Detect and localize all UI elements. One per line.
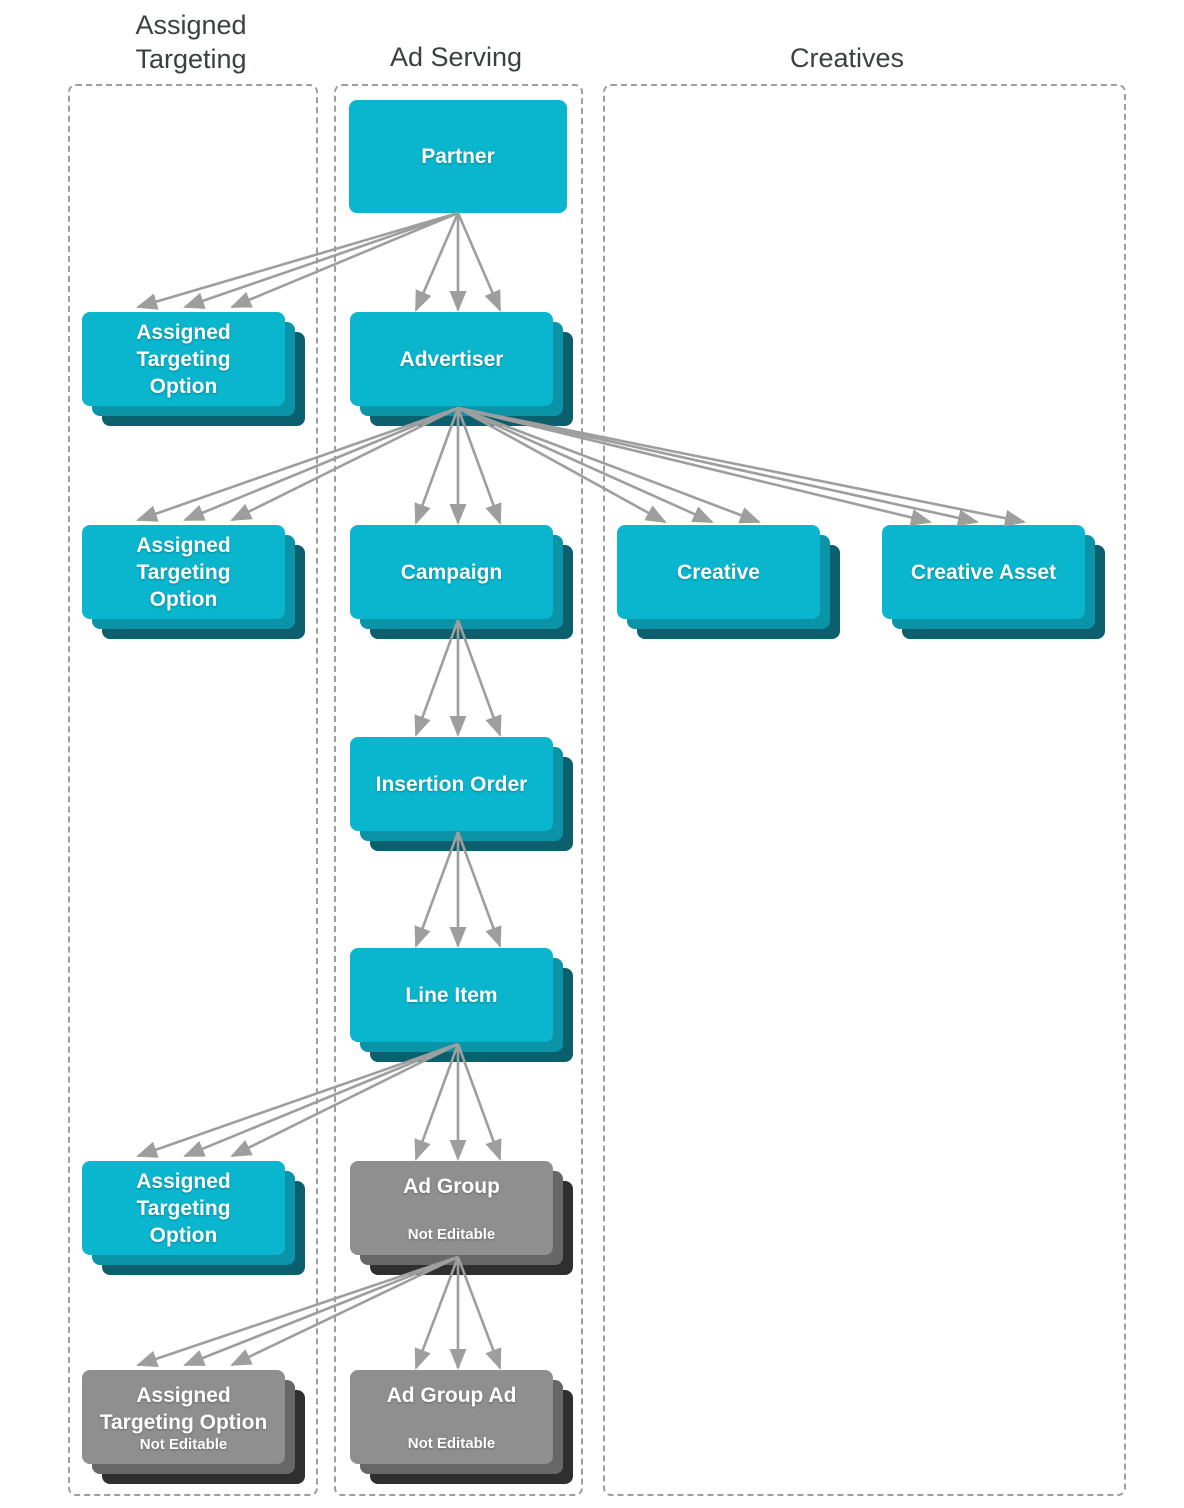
node-ad-group-sublabel: Not Editable xyxy=(407,1226,496,1243)
node-line-item: Line Item xyxy=(350,948,553,1042)
column-header-ad-serving: Ad Serving xyxy=(390,40,522,74)
node-label-line: Assigned xyxy=(136,1169,231,1193)
column-header-creatives: Creatives xyxy=(790,41,904,75)
node-advertiser-label: Advertiser xyxy=(400,346,504,373)
node-creative: Creative xyxy=(617,525,820,619)
node-label-line: Insertion Order xyxy=(375,772,528,796)
node-label-line: Option xyxy=(149,374,218,398)
column-ad-serving xyxy=(334,84,583,1496)
node-label-line: Line Item xyxy=(405,983,498,1007)
node-ad-group-ad-label: Ad Group Ad xyxy=(387,1382,517,1409)
column-header-line: Ad Serving xyxy=(389,42,523,72)
node-creative-asset-label: Creative Asset xyxy=(911,559,1056,586)
column-creatives xyxy=(603,84,1126,1496)
column-header-line: Creatives xyxy=(789,43,905,73)
node-label-line: Option xyxy=(149,1223,218,1247)
node-label-line: Ad Group Ad xyxy=(386,1384,517,1407)
column-header-line: Assigned xyxy=(135,10,247,40)
node-creative-asset: Creative Asset xyxy=(882,525,1085,619)
node-ad-group-ad-sublabel: Not Editable xyxy=(407,1435,496,1452)
node-label-line: Option xyxy=(149,587,218,611)
node-label-line: Campaign xyxy=(400,560,503,584)
node-label-line: Partner xyxy=(421,145,495,168)
node-assigned-targeting-option-noneditable-sublabel: Not Editable xyxy=(139,1436,228,1453)
node-label-line: Targeting Option xyxy=(99,1411,268,1434)
node-creative-label: Creative xyxy=(677,559,760,586)
node-label-line: Advertiser xyxy=(399,347,504,371)
node-campaign: Campaign xyxy=(350,525,553,619)
node-partner: Partner xyxy=(349,100,567,213)
node-insertion-order-label: Insertion Order xyxy=(376,771,528,798)
node-label-line: Targeting xyxy=(136,347,231,371)
column-assigned-targeting xyxy=(68,84,318,1496)
node-label-line: Targeting xyxy=(136,560,231,584)
node-insertion-order: Insertion Order xyxy=(350,737,553,831)
node-label-line: Targeting xyxy=(136,1196,231,1220)
node-ad-group-ad: Ad Group Ad Not Editable xyxy=(350,1370,553,1464)
node-label-line: Assigned xyxy=(136,320,231,344)
column-header-line: Targeting xyxy=(135,44,247,74)
node-label-line: Assigned xyxy=(136,533,231,557)
node-label-line: Ad Group xyxy=(403,1175,500,1198)
node-line-item-label: Line Item xyxy=(405,982,497,1009)
node-campaign-label: Campaign xyxy=(401,559,503,586)
node-label-line: Creative Asset xyxy=(910,560,1057,584)
node-ad-group-label: Ad Group xyxy=(403,1173,500,1200)
node-advertiser: Advertiser xyxy=(350,312,553,406)
node-partner-label: Partner xyxy=(421,143,495,170)
node-label-line: Assigned xyxy=(136,1384,231,1407)
node-label-line: Creative xyxy=(677,560,760,584)
